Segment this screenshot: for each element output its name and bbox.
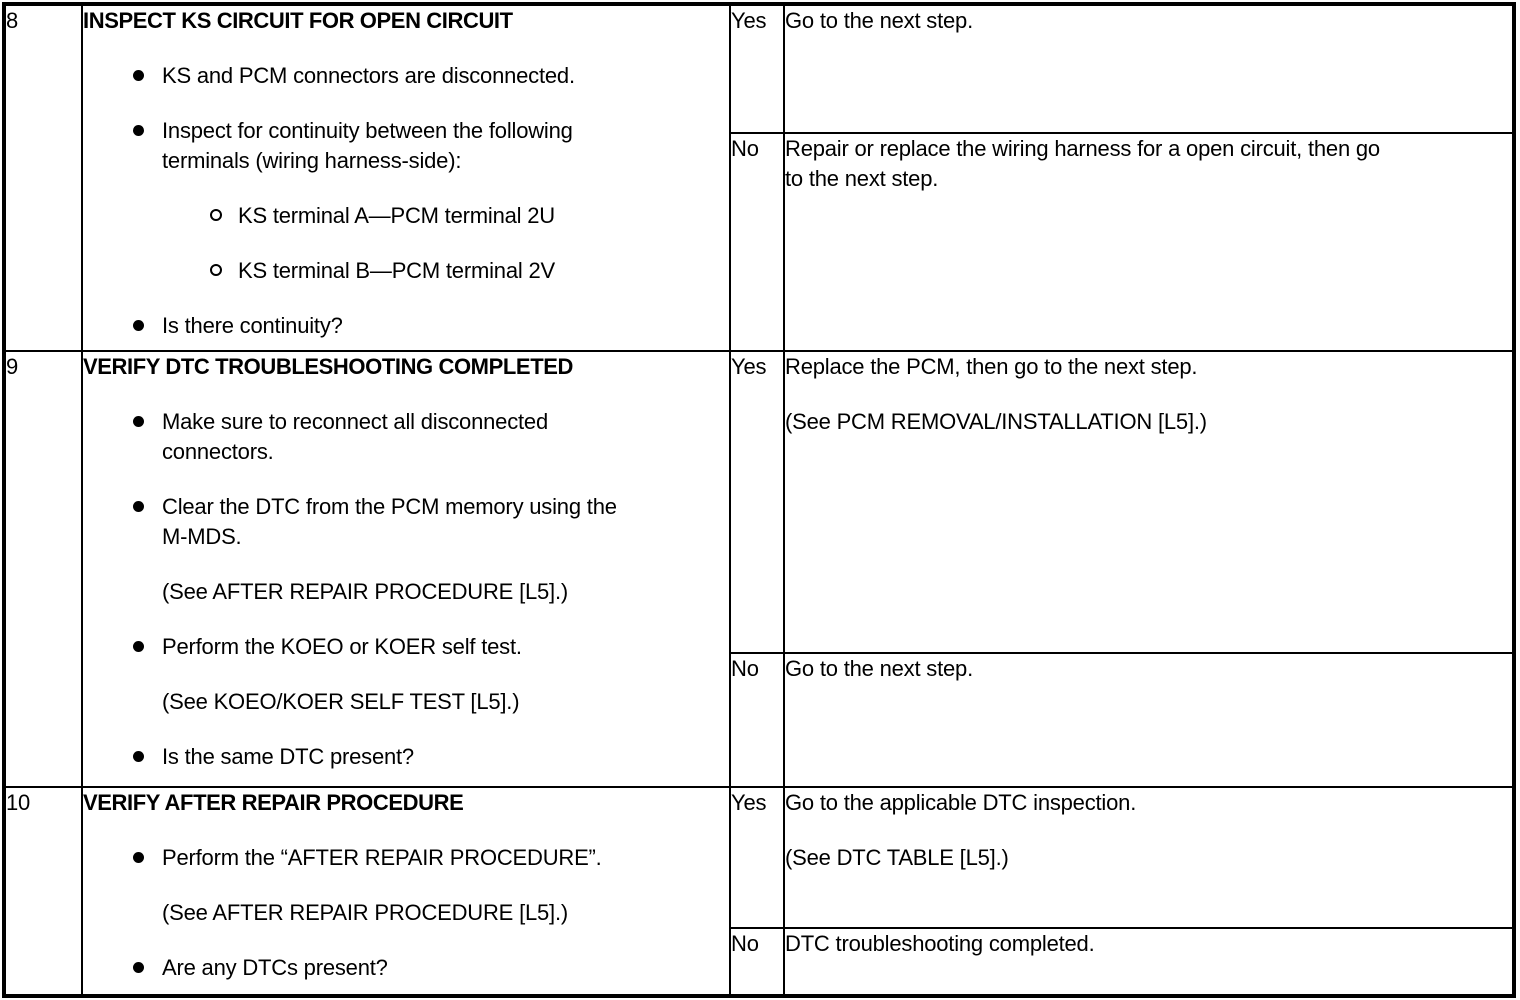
action-cell: Replace the PCM, then go to the next ste… — [783, 350, 1515, 654]
inspection-title: VERIFY AFTER REPAIR PROCEDURE — [83, 790, 464, 815]
bullet-icon — [133, 641, 144, 652]
text-line: Replace the PCM, then go to the next ste… — [785, 354, 1198, 379]
inspection-sub-item: KS terminal A—PCM terminal 2U — [210, 201, 728, 231]
text-line: KS terminal B—PCM terminal 2V — [238, 258, 555, 283]
text-line: Perform the KOEO or KOER self test. — [162, 634, 522, 659]
see-reference: (See DTC TABLE [L5].) — [785, 845, 1009, 870]
bullet-icon — [133, 416, 144, 427]
inspection-item: Inspect for continuity between the follo… — [133, 116, 728, 176]
open-circle-icon — [210, 264, 222, 276]
text-line: KS and PCM connectors are disconnected. — [162, 63, 575, 88]
text-line: Perform the “AFTER REPAIR PROCEDURE”. — [162, 845, 602, 870]
text-line: Inspect for continuity between the follo… — [162, 118, 573, 143]
see-reference: (See AFTER REPAIR PROCEDURE [L5].) — [162, 579, 569, 604]
text-line: Are any DTCs present? — [162, 955, 388, 980]
see-reference: (See AFTER REPAIR PROCEDURE [L5].) — [162, 900, 569, 925]
text-line: Go to the applicable DTC inspection. — [785, 790, 1137, 815]
result-label-yes: Yes — [729, 786, 785, 929]
table-row-step9-no: No Go to the next step. — [4, 652, 1515, 788]
text-line: KS terminal A—PCM terminal 2U — [238, 203, 555, 228]
inspection-title: INSPECT KS CIRCUIT FOR OPEN CIRCUIT — [83, 8, 513, 33]
inspection-item: Is there continuity? — [133, 311, 728, 341]
inspection-cell: VERIFY AFTER REPAIR PROCEDURE Perform th… — [81, 786, 731, 997]
text-line: M-MDS. — [162, 524, 242, 549]
inspection-cell: INSPECT KS CIRCUIT FOR OPEN CIRCUIT KS a… — [81, 3, 731, 352]
bullet-icon — [133, 501, 144, 512]
bullet-icon — [133, 751, 144, 762]
inspection-item: Make sure to reconnect all disconnected … — [133, 407, 728, 467]
table-row-step10-no: No DTC troubleshooting completed. — [4, 927, 1515, 997]
bullet-icon — [133, 125, 144, 136]
text-line: DTC troubleshooting completed. — [785, 931, 1095, 956]
inspection-item: Perform the “AFTER REPAIR PROCEDURE”. — [133, 843, 728, 873]
inspection-item: KS and PCM connectors are disconnected. — [133, 61, 728, 91]
step-number: 9 — [3, 350, 83, 788]
table-row-step10-yes: 10 VERIFY AFTER REPAIR PROCEDURE Perform… — [3, 786, 1515, 997]
table-row-step8-yes: 8 INSPECT KS CIRCUIT FOR OPEN CIRCUIT KS… — [3, 3, 1515, 352]
result-label-no: No — [729, 927, 785, 997]
result-label-yes: Yes — [729, 350, 785, 654]
action-cell: DTC troubleshooting completed. — [783, 927, 1515, 997]
action-cell: Go to the next step. — [783, 3, 1515, 134]
result-label-no: No — [729, 652, 785, 788]
action-cell: Go to the applicable DTC inspection. (Se… — [783, 786, 1515, 929]
text-line: Is there continuity? — [162, 313, 343, 338]
text-line: Clear the DTC from the PCM memory using … — [162, 494, 617, 519]
inspection-title: VERIFY DTC TROUBLESHOOTING COMPLETED — [83, 354, 573, 379]
text-line: connectors. — [162, 439, 274, 464]
step-number: 8 — [3, 3, 83, 352]
text-line: terminals (wiring harness-side): — [162, 148, 462, 173]
result-label-yes: Yes — [729, 3, 785, 134]
text-line: Go to the next step. — [785, 8, 974, 33]
inspection-item: Is the same DTC present? — [133, 742, 728, 772]
result-label-no: No — [729, 132, 785, 352]
text-line: Go to the next step. — [785, 656, 974, 681]
inspection-item: Perform the KOEO or KOER self test. — [133, 632, 728, 662]
text-line: Repair or replace the wiring harness for… — [785, 136, 1380, 161]
step-number: 10 — [3, 786, 83, 997]
inspection-item: Clear the DTC from the PCM memory using … — [133, 492, 728, 552]
inspection-item: Are any DTCs present? — [133, 953, 728, 983]
action-cell: Repair or replace the wiring harness for… — [783, 132, 1515, 352]
text-line: Make sure to reconnect all disconnected — [162, 409, 548, 434]
inspection-sub-item: KS terminal B—PCM terminal 2V — [210, 256, 728, 286]
see-reference: (See PCM REMOVAL/INSTALLATION [L5].) — [785, 409, 1207, 434]
bullet-icon — [133, 962, 144, 973]
table-row-step8-no: No Repair or replace the wiring harness … — [4, 132, 1515, 352]
bullet-icon — [133, 320, 144, 331]
bullet-icon — [133, 852, 144, 863]
see-reference: (See KOEO/KOER SELF TEST [L5].) — [162, 689, 520, 714]
table-row-step9-yes: 9 VERIFY DTC TROUBLESHOOTING COMPLETED M… — [3, 350, 1515, 788]
text-line: to the next step. — [785, 166, 939, 191]
open-circle-icon — [210, 209, 222, 221]
action-cell: Go to the next step. — [783, 652, 1515, 788]
bullet-icon — [133, 70, 144, 81]
inspection-cell: VERIFY DTC TROUBLESHOOTING COMPLETED Mak… — [81, 350, 731, 788]
text-line: Is the same DTC present? — [162, 744, 414, 769]
